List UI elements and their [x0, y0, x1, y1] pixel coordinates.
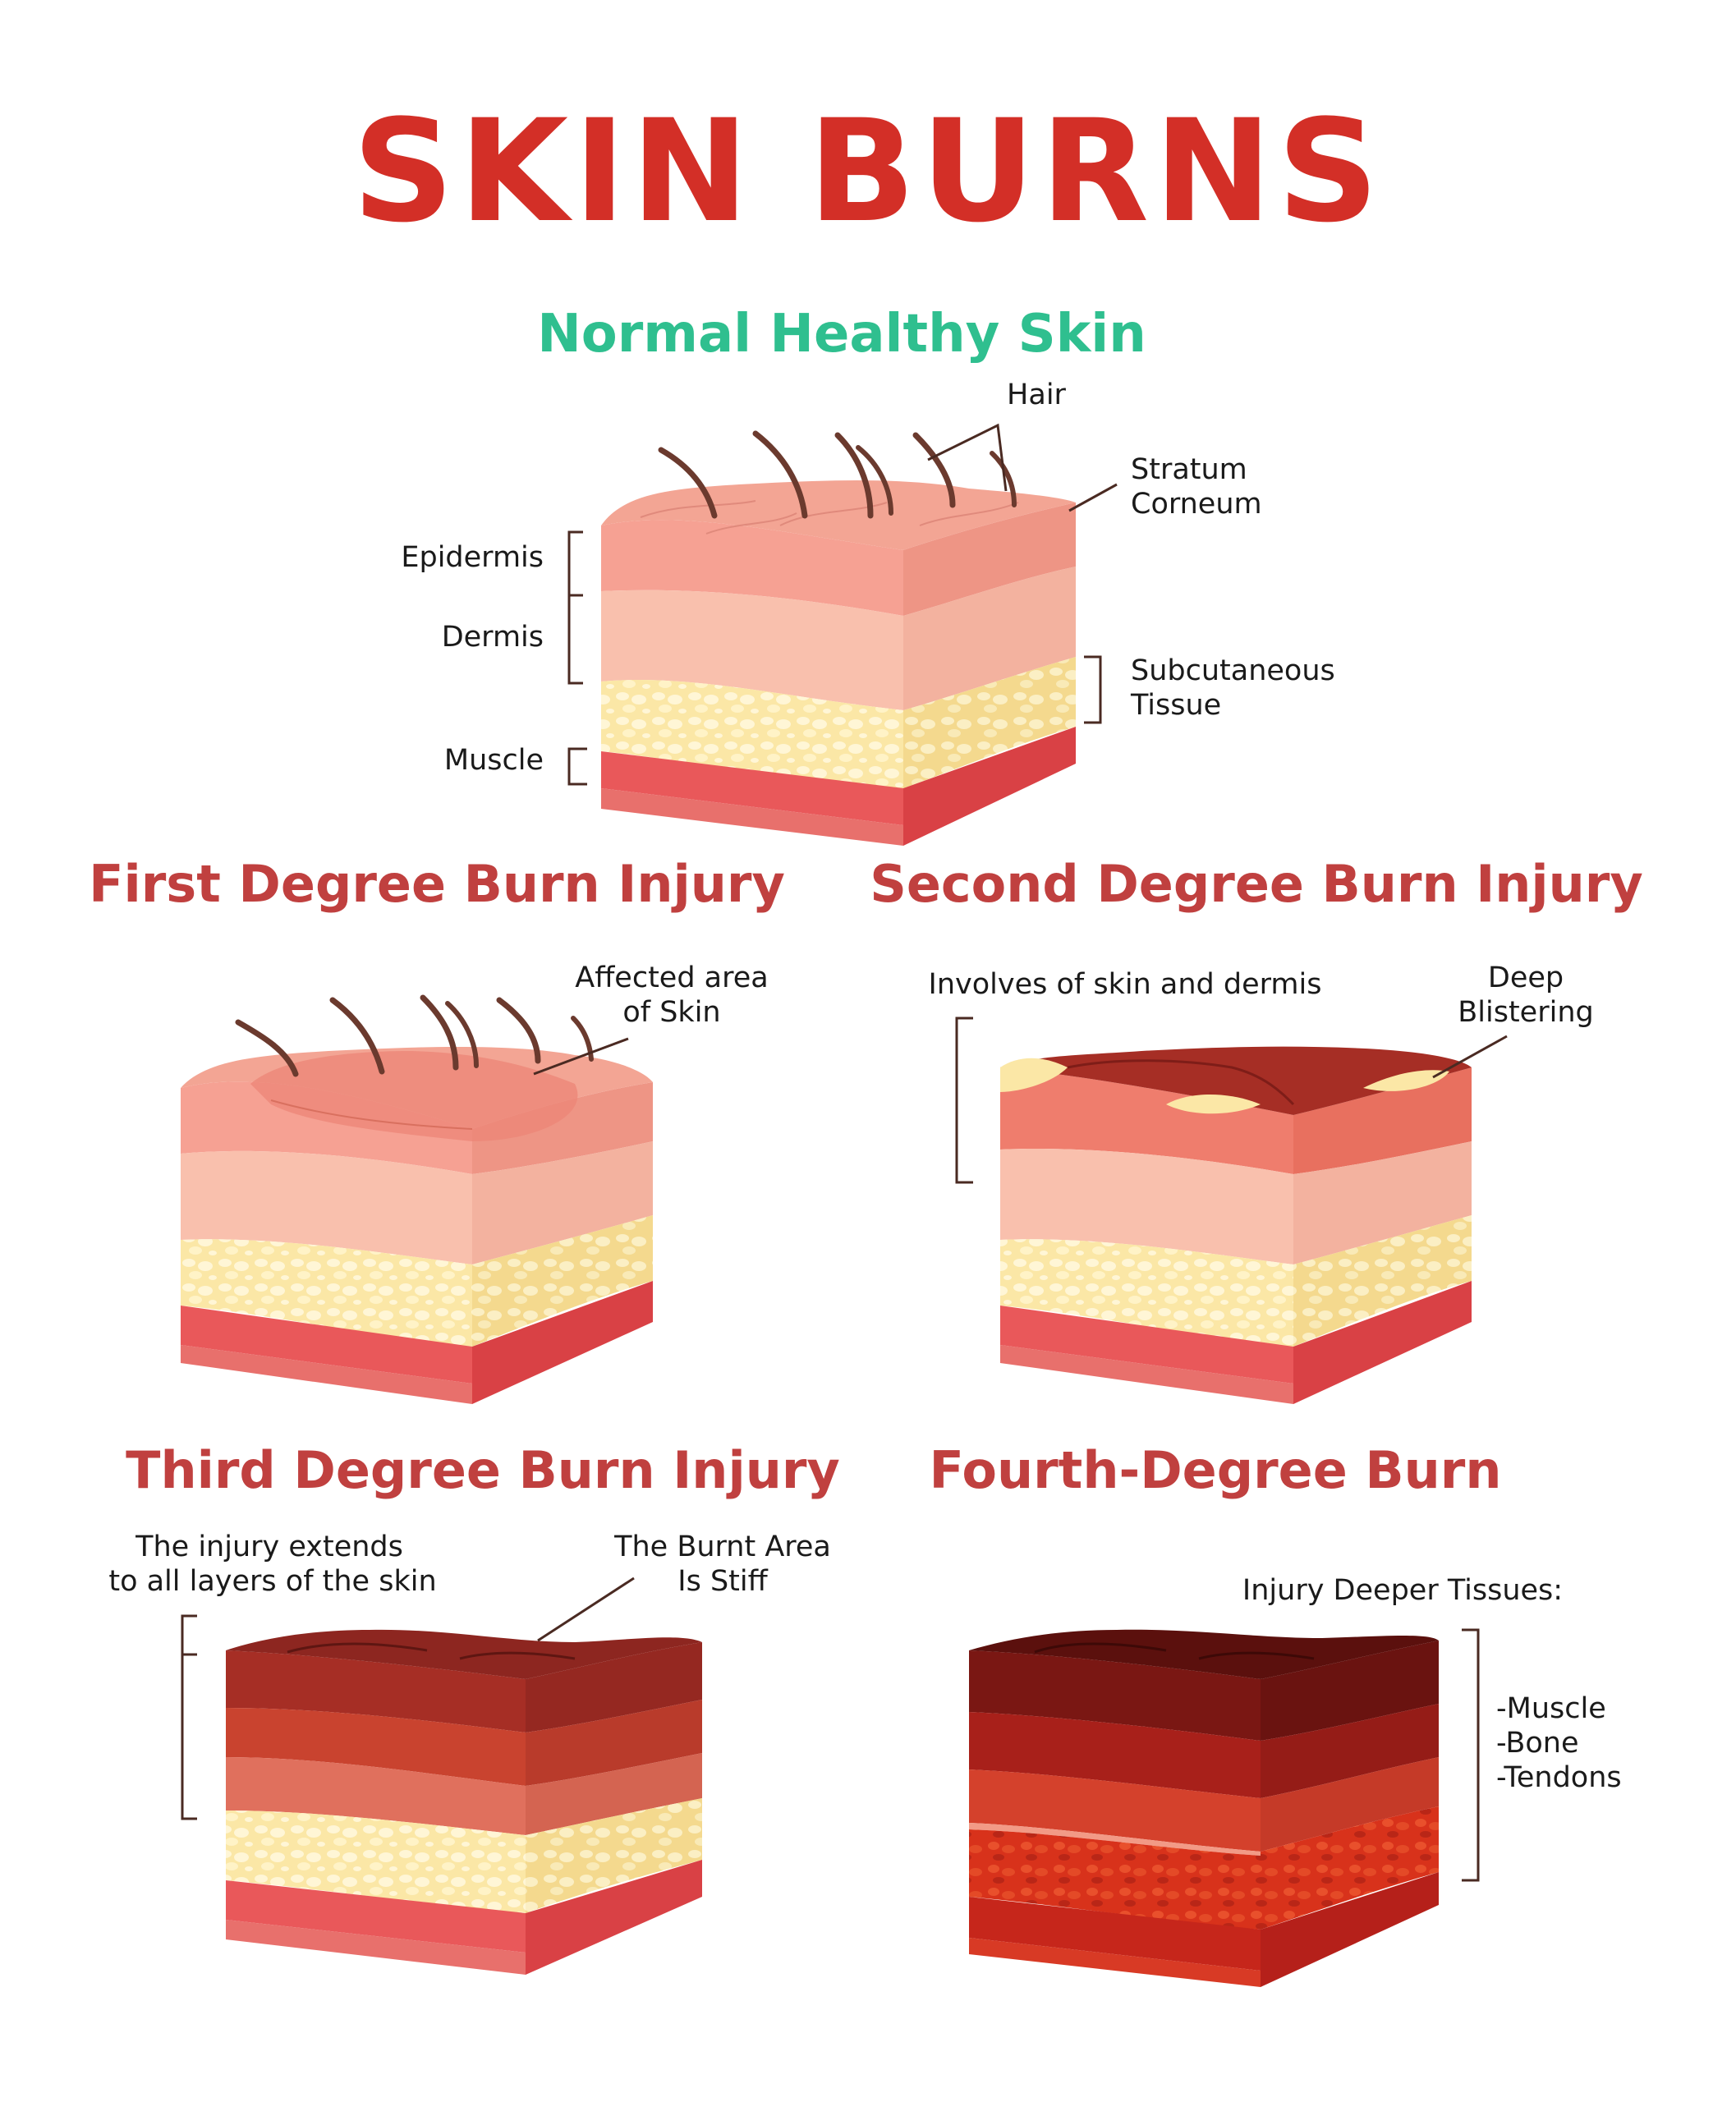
label-extends-1: The injury extends: [135, 1531, 403, 1563]
main-title: SKIN BURNS: [352, 89, 1384, 254]
label-blister-1: Deep: [1488, 962, 1564, 994]
label-affected-1: Affected area: [575, 962, 768, 994]
label-involves: Involves of skin and dermis: [929, 968, 1322, 1001]
label-stratum-2: Corneum: [1131, 488, 1262, 521]
label-extends-2: to all layers of the skin: [108, 1565, 436, 1598]
label-stratum-1: Stratum: [1131, 453, 1247, 486]
third-heading: Third Degree Burn Injury: [126, 1440, 840, 1500]
label-stiff-1: The Burnt Area: [613, 1531, 831, 1563]
normal-skin-block: [601, 430, 1076, 846]
second-degree-block: [1000, 1046, 1472, 1404]
second-heading: Second Degree Burn Injury: [870, 854, 1643, 914]
fourth-heading: Fourth-Degree Burn: [930, 1440, 1502, 1500]
label-item-bone: -Bone: [1496, 1727, 1579, 1760]
label-subcutaneous-2: Tissue: [1130, 689, 1221, 722]
label-affected-2: of Skin: [622, 996, 720, 1029]
label-muscle: Muscle: [444, 744, 544, 777]
label-hair: Hair: [1007, 379, 1066, 411]
label-deeper: Injury Deeper Tissues:: [1242, 1574, 1563, 1607]
label-epidermis: Epidermis: [401, 541, 544, 574]
label-item-tendons: -Tendons: [1496, 1761, 1622, 1794]
label-dermis: Dermis: [442, 621, 544, 654]
third-degree-block: [226, 1629, 702, 1975]
normal-heading: Normal Healthy Skin: [537, 304, 1146, 365]
label-stiff-2: Is Stiff: [677, 1565, 768, 1598]
first-heading: First Degree Burn Injury: [89, 854, 785, 914]
fourth-degree-block: [969, 1629, 1439, 1987]
label-item-muscle: -Muscle: [1496, 1692, 1606, 1725]
first-degree-block: [181, 994, 653, 1404]
label-blister-2: Blistering: [1458, 996, 1593, 1029]
label-subcutaneous-1: Subcutaneous: [1131, 654, 1335, 687]
